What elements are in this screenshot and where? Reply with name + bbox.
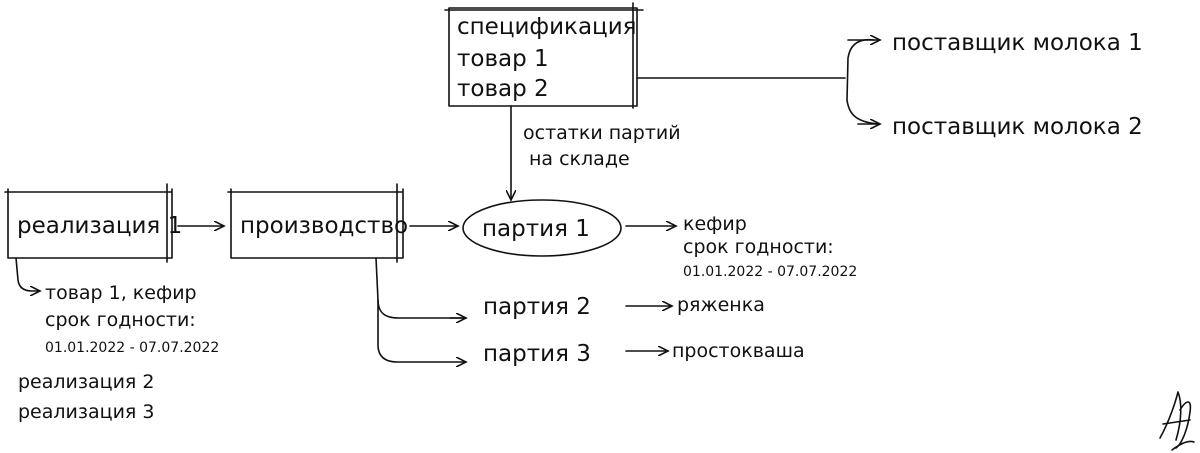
production-branch-connector [375,257,467,319]
sale-detail-line1: товар 1, кефир [45,282,197,304]
batch3-label: партия 3 [483,341,591,367]
sale1-label: реализация 1 [17,213,182,239]
kefir-dates: 01.01.2022 - 07.07.2022 [683,264,857,280]
sale-detail-line2: срок годности: [45,309,196,331]
kefir-label: кефир [683,213,747,235]
spec-item-1: товар 1 [457,46,549,72]
ryazhenka-label: ряженка [677,294,765,316]
spec-item-2: товар 2 [457,76,549,102]
sale1-box: реализация 1 [4,183,182,263]
supplier-1: поставщик молока 1 [892,30,1143,56]
production-box: производство [227,183,408,263]
sale-detail-dates: 01.01.2022 - 07.07.2022 [45,340,219,356]
stock-note-line2: на складе [529,148,630,170]
spec-box: спецификация товар 1 товар 2 [444,2,644,109]
sale2-label: реализация 2 [18,371,154,393]
signature-icon [1159,391,1195,451]
spec-title: спецификация [457,14,636,40]
supplier-connector [636,40,880,124]
batch1-label: партия 1 [482,216,590,242]
production-label: производство [240,213,408,239]
sale3-label: реализация 3 [18,401,154,423]
batch1-ellipse [462,199,622,257]
sale-detail-arrow [15,257,40,291]
supplier-2: поставщик молока 2 [892,114,1143,140]
kefir-shelf-life: срок годности: [683,236,834,258]
batch2-label: партия 2 [483,294,591,320]
stock-note-line1: остатки партий [523,122,681,144]
prostokvasha-label: простокваша [672,340,805,362]
